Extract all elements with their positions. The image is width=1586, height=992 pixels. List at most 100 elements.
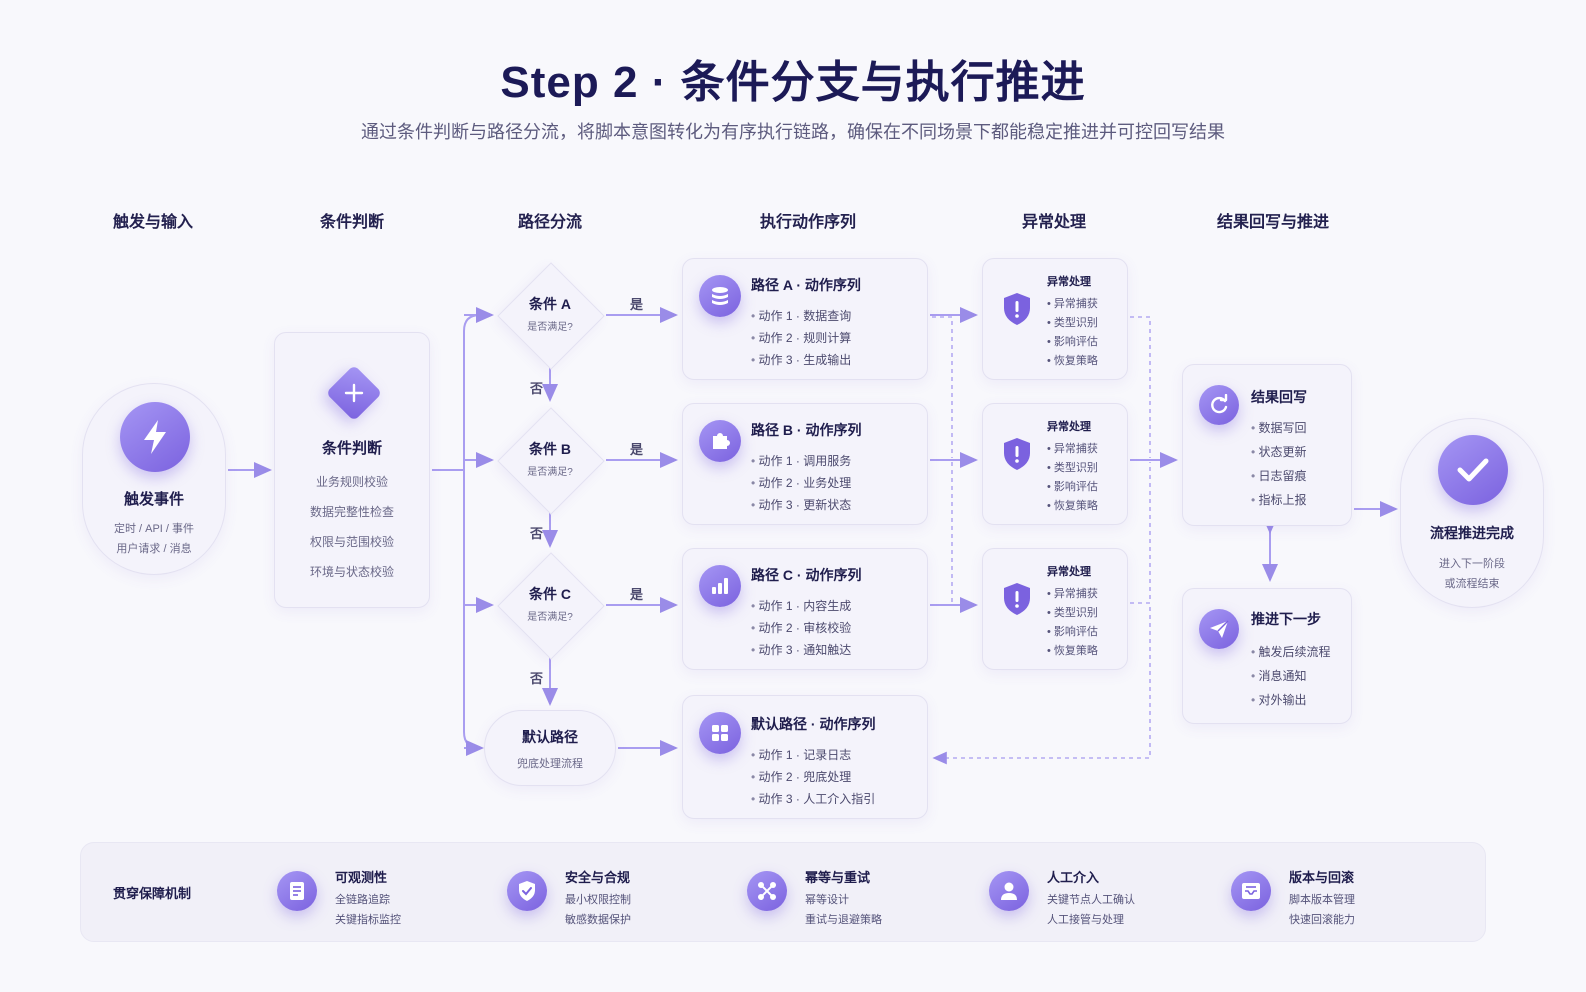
shield-check-icon (507, 871, 547, 911)
judge-card: 条件判断 业务规则校验 数据完整性检查 权限与范围校验 环境与状态校验 (274, 332, 430, 608)
checkmark-icon (1438, 435, 1508, 505)
path-a-item: 动作 3 · 生成输出 (751, 351, 852, 368)
branch-trunk (463, 314, 481, 749)
trigger-node: 触发事件 定时 / API / 事件 用户请求 / 消息 (82, 383, 226, 575)
condition-b-label: 条件 B 是否满足? (527, 441, 573, 478)
path-c-item: 动作 3 · 通知触达 (751, 641, 852, 658)
path-default-item: 动作 3 · 人工介入指引 (751, 790, 876, 807)
page-title: Step 2 · 条件分支与执行推进 (500, 58, 1086, 107)
default-node: 默认路径 兜底处理流程 (484, 710, 616, 786)
exception-card-b: 异常处理 • 异常捕获 • 类型识别 • 影响评估 • 恢复策略 (982, 403, 1128, 525)
shield-alert-icon (1001, 291, 1033, 327)
guarantee-item-line: 快速回滚能力 (1289, 914, 1355, 926)
next-step-item: 消息通知 (1251, 667, 1307, 684)
exception-b-item: • 影响评估 (1047, 481, 1098, 493)
exception-c-item: • 影响评估 (1047, 626, 1098, 638)
no-label-a: 否 (530, 381, 544, 396)
writeback-card: 结果回写 数据写回 状态更新 日志留痕 指标上报 (1182, 364, 1352, 526)
guarantee-item-line: 关键指标监控 (335, 914, 401, 926)
guarantee-item-title: 可观测性 (335, 870, 388, 885)
document-icon (277, 871, 317, 911)
no-label-b: 否 (530, 526, 544, 541)
yes-label-b: 是 (630, 442, 644, 457)
exception-a-item: • 类型识别 (1047, 317, 1098, 329)
shield-alert-icon (1001, 436, 1033, 472)
column-header-judge: 条件判断 (319, 214, 385, 231)
condition-c-label: 条件 C 是否满足? (527, 586, 573, 623)
exception-c-title: 异常处理 (1047, 566, 1091, 578)
path-a-item: 动作 1 · 数据查询 (751, 307, 852, 324)
path-card-default: 默认路径 · 动作序列 动作 1 · 记录日志 动作 2 · 兜底处理 动作 3… (682, 695, 928, 819)
trigger-line-2: 用户请求 / 消息 (116, 543, 192, 555)
exception-b-item: • 异常捕获 (1047, 443, 1098, 455)
next-step-title: 推进下一步 (1251, 611, 1321, 627)
guarantee-item-title: 幂等与重试 (805, 870, 871, 885)
exception-a-item: • 影响评估 (1047, 336, 1098, 348)
exception-b-item: • 恢复策略 (1047, 500, 1098, 512)
column-header-trigger: 触发与输入 (112, 214, 194, 231)
column-header-exception: 异常处理 (1021, 214, 1087, 231)
judge-item: 环境与状态校验 (309, 565, 394, 579)
complete-line-1: 进入下一阶段 (1439, 558, 1505, 570)
lightning-icon (120, 402, 190, 472)
puzzle-icon (699, 420, 741, 462)
default-node-title: 默认路径 (522, 729, 578, 745)
path-b-item: 动作 1 · 调用服务 (751, 452, 852, 469)
user-icon (989, 871, 1029, 911)
exception-c-item: • 恢复策略 (1047, 645, 1098, 657)
path-card-c: 路径 C · 动作序列 动作 1 · 内容生成 动作 2 · 审核校验 动作 3… (682, 548, 928, 670)
exception-a-title: 异常处理 (1047, 276, 1091, 288)
network-icon (747, 871, 787, 911)
yes-label-c: 是 (630, 587, 644, 602)
complete-node: 流程推进完成 进入下一阶段 或流程结束 (1400, 418, 1544, 608)
next-step-item: 触发后续流程 (1251, 643, 1331, 660)
fallback-return-line (932, 607, 1151, 765)
yes-label-a: 是 (630, 297, 644, 312)
guarantee-item-line: 关键节点人工确认 (1047, 894, 1135, 906)
condition-a-label: 条件 A 是否满足? (527, 296, 573, 333)
refresh-icon (1199, 385, 1239, 425)
guarantee-item-line: 全链路追踪 (335, 894, 390, 906)
exception-c-item: • 类型识别 (1047, 607, 1098, 619)
path-b-item: 动作 3 · 更新状态 (751, 496, 852, 513)
path-default-item: 动作 2 · 兜底处理 (751, 768, 852, 785)
guarantee-item-line: 最小权限控制 (565, 894, 631, 906)
exception-b-title: 异常处理 (1047, 421, 1091, 433)
exception-b-item: • 类型识别 (1047, 462, 1098, 474)
complete-title: 流程推进完成 (1430, 525, 1514, 541)
judge-item: 权限与范围校验 (309, 535, 394, 549)
bar-chart-icon (699, 565, 741, 607)
guarantee-item-line: 人工接管与处理 (1047, 914, 1124, 926)
path-card-b: 路径 B · 动作序列 动作 1 · 调用服务 动作 2 · 业务处理 动作 3… (682, 403, 928, 525)
guarantee-label: 贯穿保障机制 (113, 886, 192, 901)
writeback-item: 状态更新 (1251, 443, 1307, 460)
path-a-title: 路径 A · 动作序列 (751, 277, 861, 293)
path-default-title: 默认路径 · 动作序列 (751, 716, 876, 732)
path-c-item: 动作 2 · 审核校验 (751, 619, 852, 636)
column-header-result: 结果回写与推进 (1216, 214, 1330, 231)
path-default-item: 动作 1 · 记录日志 (751, 746, 852, 763)
judge-item: 业务规则校验 (315, 475, 388, 489)
inbox-icon (1231, 871, 1271, 911)
default-node-sub: 兜底处理流程 (517, 758, 583, 770)
writeback-item: 指标上报 (1251, 491, 1307, 508)
trigger-line-1: 定时 / API / 事件 (113, 523, 195, 535)
grid-icon (699, 712, 741, 754)
column-header-branch: 路径分流 (517, 214, 583, 231)
writeback-item: 日志留痕 (1251, 467, 1307, 484)
decision-node-icon (325, 364, 383, 422)
guarantee-item-title: 人工介入 (1047, 870, 1100, 885)
path-b-item: 动作 2 · 业务处理 (751, 474, 852, 491)
complete-line-2: 或流程结束 (1444, 578, 1500, 590)
writeback-item: 数据写回 (1251, 419, 1307, 436)
no-label-c: 否 (530, 671, 544, 686)
guarantee-item-line: 脚本版本管理 (1289, 894, 1355, 906)
guarantee-item-title: 版本与回滚 (1289, 870, 1355, 885)
trigger-title: 触发事件 (123, 491, 184, 508)
path-card-a: 路径 A · 动作序列 动作 1 · 数据查询 动作 2 · 规则计算 动作 3… (682, 258, 928, 380)
writeback-title: 结果回写 (1251, 389, 1307, 405)
exception-card-c: 异常处理 • 异常捕获 • 类型识别 • 影响评估 • 恢复策略 (982, 548, 1128, 670)
page-subtitle: 通过条件判断与路径分流，将脚本意图转化为有序执行链路，确保在不同场景下都能稳定推… (361, 122, 1225, 142)
next-step-item: 对外输出 (1251, 691, 1307, 708)
